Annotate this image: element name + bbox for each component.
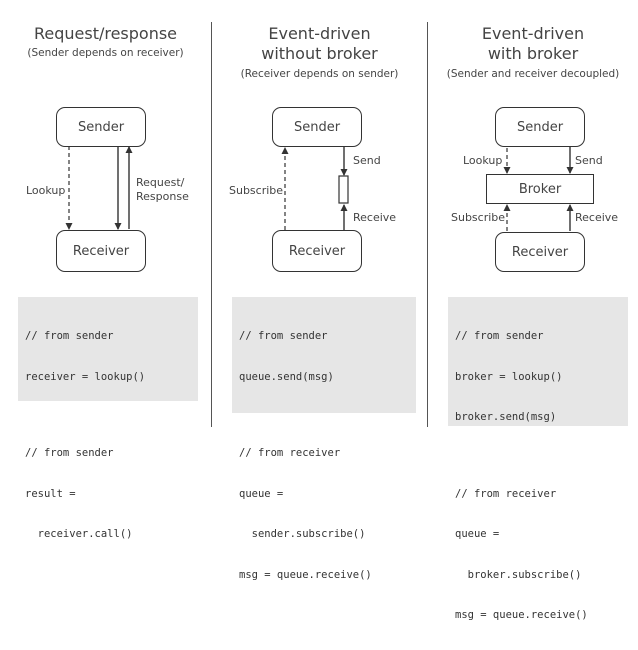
receiver-node: Receiver	[56, 230, 146, 272]
request-response-arrows	[65, 146, 133, 230]
event-with-broker-title: Event-driven with broker	[481, 24, 585, 63]
event-without-broker-arrows	[281, 147, 349, 230]
request-response-code: // from sender receiver = lookup() // fr…	[18, 297, 198, 540]
code-line: // from receiver	[455, 487, 557, 500]
request-response-subtitle: (Sender depends on receiver)	[27, 47, 184, 59]
code-line: queue =	[239, 487, 284, 500]
code-line: msg = queue.receive()	[455, 609, 588, 621]
column-divider	[211, 22, 212, 427]
event-with-broker-code: // from sender broker = lookup() broker.…	[448, 297, 628, 621]
lookup-label: Lookup	[26, 184, 66, 197]
code-line: // from receiver	[239, 447, 341, 459]
request-response-column: Request/response (Sender depends on rece…	[0, 0, 211, 540]
code-line: // from sender	[25, 447, 114, 459]
receiver-node: Receiver	[272, 230, 362, 272]
receiver-node: Receiver	[495, 232, 585, 272]
event-with-broker-column: Event-driven with broker (Sender and rec…	[428, 0, 638, 621]
code-line: // from sender	[239, 330, 328, 342]
code-line: broker.subscribe()	[455, 568, 582, 581]
code-line: msg = queue.receive()	[239, 568, 372, 581]
request-response-label: Request/ Response	[136, 176, 189, 203]
code-line: queue.send(msg)	[239, 370, 334, 383]
lookup-label: Lookup	[463, 154, 503, 167]
receive-label: Receive	[575, 211, 619, 224]
event-with-broker-subtitle: (Sender and receiver decoupled)	[446, 68, 620, 80]
code-line: broker.send(msg)	[455, 411, 557, 423]
sender-node: Sender	[56, 107, 146, 147]
request-response-title: Request/response	[33, 24, 178, 43]
code-line: // from sender	[25, 330, 114, 342]
send-label: Send	[575, 154, 603, 167]
code-line: sender.subscribe()	[239, 528, 366, 540]
code-line: // from sender	[455, 330, 544, 342]
receive-label: Receive	[353, 211, 397, 224]
event-without-broker-code: // from sender queue.send(msg) // from r…	[232, 297, 416, 581]
sender-node: Sender	[495, 107, 585, 147]
send-label: Send	[353, 154, 381, 167]
subscribe-label: Subscribe	[229, 184, 284, 197]
sender-node: Sender	[272, 107, 362, 147]
event-without-broker-column: Event-driven without broker (Receiver de…	[212, 0, 427, 581]
code-line: queue =	[455, 528, 500, 540]
code-line: result =	[25, 487, 76, 500]
code-line: receiver = lookup()	[25, 370, 146, 383]
broker-node: Broker	[486, 174, 594, 204]
queue-box	[338, 175, 349, 204]
code-line: receiver.call()	[25, 528, 133, 540]
event-without-broker-subtitle: (Receiver depends on sender)	[240, 68, 399, 80]
column-divider	[427, 22, 428, 427]
subscribe-label: Subscribe	[451, 211, 506, 224]
event-without-broker-title: Event-driven without broker	[261, 24, 378, 63]
event-with-broker-arrows	[503, 147, 574, 231]
code-line: broker = lookup()	[455, 370, 563, 383]
